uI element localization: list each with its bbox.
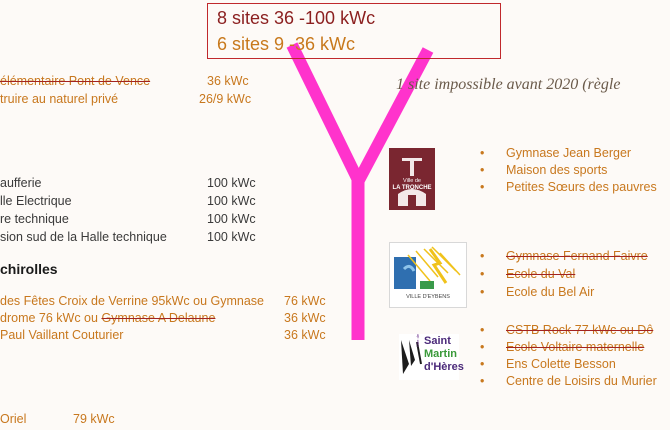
saint-martin-dheres-logo: Ville de Saint Martin d'Hères	[399, 333, 464, 380]
site-row-value: 100 kWc	[207, 176, 256, 190]
list-item: Centre de Loisirs du Murier	[480, 373, 657, 390]
echirolles-logo: chirolles	[0, 261, 58, 277]
site-row-label: sion sud de la Halle technique	[0, 230, 167, 244]
site-row-value: 76 kWc	[284, 294, 326, 308]
eybens-logo: VILLE D'EYBENS	[389, 242, 467, 308]
list-item: Ens Colette Besson	[480, 356, 657, 373]
eybens-logo-text: VILLE D'EYBENS	[406, 294, 450, 300]
summary-line-1: 8 sites 36 -100 kWc	[217, 8, 376, 28]
smh-list: CSTB Rock 77 kWc ou Dô Ecole Voltaire ma…	[480, 322, 657, 390]
list-item: Ecole Voltaire maternelle	[480, 339, 657, 356]
list-item: Ecole du Val	[480, 265, 648, 283]
summary-box: 8 sites 36 -100 kWc 6 sites 9 -36 kWc	[207, 3, 501, 59]
site-row-label: truire au naturel privé	[0, 92, 119, 106]
site-row-value: 100 kWc	[207, 212, 256, 226]
site-row-value: 100 kWc	[207, 230, 256, 244]
site-row-label: re technique	[0, 212, 69, 226]
la-tronche-logo-line1: Ville de	[403, 178, 421, 184]
note-text: 1 site impossible avant 2020 (règle	[396, 76, 621, 93]
list-item: Petites Sœurs des pauvres	[480, 179, 657, 196]
site-row-label: élémentaire Pont de Vence	[0, 74, 151, 88]
site-row-value: 26/9 kWc	[199, 92, 252, 106]
eybens-list: Gymnase Fernand Faivre Ecole du Val Ecol…	[480, 247, 648, 301]
site-row-label: Paul Vaillant Couturier	[0, 328, 124, 342]
site-row-value: 36 kWc	[284, 328, 326, 342]
site-row-label: Oriel	[0, 412, 27, 426]
la-tronche-logo: Ville de LA TRONCHE	[389, 148, 435, 210]
site-row-struck: Gymnase A Delaune	[101, 311, 216, 325]
site-row-label: aufferie	[0, 176, 42, 190]
la-tronche-logo-mark	[398, 158, 426, 206]
site-row-label: drome 76 kWc ou Gymnase A Delaune	[0, 311, 215, 325]
smh-logo-line1: Saint	[424, 335, 451, 347]
site-row-label: des Fêtes Croix de Verrine 95kWc ou Gymn…	[0, 294, 265, 308]
smh-logo-side: Ville de	[415, 333, 420, 347]
list-item: Gymnase Fernand Faivre	[480, 247, 648, 265]
site-row-prefix: drome 76 kWc ou	[0, 311, 98, 325]
site-row-value: 36 kWc	[207, 74, 249, 88]
list-item: Ecole du Bel Air	[480, 283, 648, 301]
site-row-value: 100 kWc	[207, 194, 256, 208]
smh-logo-line2: Martin	[424, 348, 457, 360]
site-row-value: 79 kWc	[73, 412, 115, 426]
smh-logo-mark	[401, 340, 422, 374]
list-item: Gymnase Jean Berger	[480, 145, 657, 162]
site-row-value: 36 kWc	[284, 311, 326, 325]
eybens-logo-mark	[394, 246, 461, 289]
la-tronche-list: Gymnase Jean Berger Maison des sports Pe…	[480, 145, 657, 196]
site-row-label: lle Electrique	[0, 194, 72, 208]
summary-line-2: 6 sites 9 -36 kWc	[217, 34, 356, 54]
smh-logo-line3: d'Hères	[424, 361, 464, 373]
la-tronche-logo-line2: LA TRONCHE	[392, 185, 432, 191]
list-item: Maison des sports	[480, 162, 657, 179]
list-item: CSTB Rock 77 kWc ou Dô	[480, 322, 657, 339]
